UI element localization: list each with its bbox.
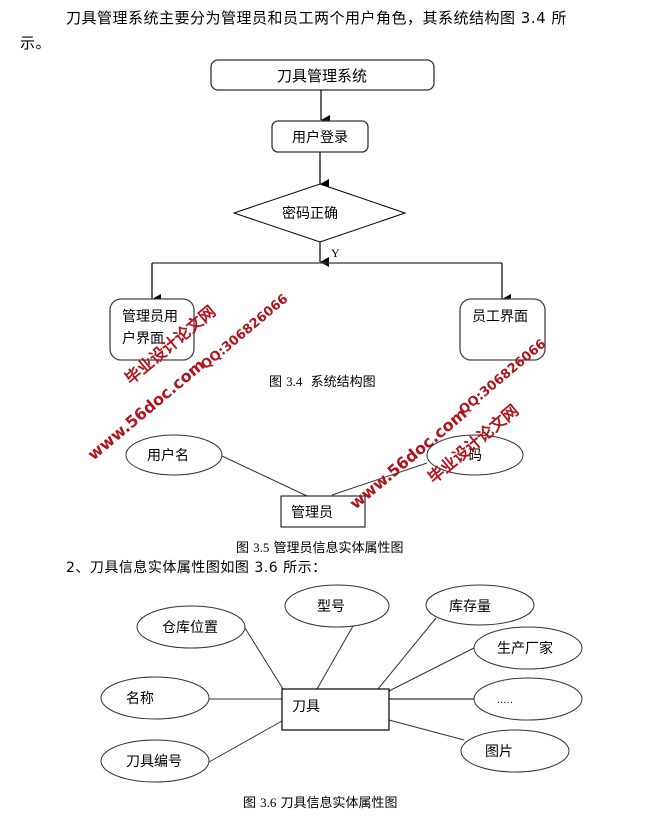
link-image [388, 719, 465, 741]
attr-name-label: 名称 [126, 691, 154, 707]
caption-number: 3.5 [253, 540, 270, 555]
section-2-heading: 2、刀具信息实体属性图如图 3.6 所示： [66, 560, 327, 576]
figure-3-4-caption: 图 3.4 系统结构图 [269, 371, 376, 390]
attr-password [426, 434, 524, 476]
link-warehouse [244, 627, 284, 690]
attr-tool-number-label: 刀具编号 [126, 754, 182, 770]
figure-3-5-caption: 图 3.5 管理员信息实体属性图 [236, 537, 404, 556]
caption-text: 刀具信息实体属性图 [280, 796, 398, 811]
staff-ui-node [459, 298, 546, 361]
attr-password-label: 码 [468, 448, 482, 464]
figure-3-5-er-diagram: 用户名 码 管理员 [125, 434, 524, 528]
attr-image [460, 729, 570, 773]
attr-more [473, 677, 583, 721]
attr-stock [425, 584, 535, 626]
caption-number: 3.6 [260, 795, 277, 810]
login-node-label: 用户登录 [292, 129, 348, 146]
admin-ui-label-line2: 户界面 [122, 330, 164, 347]
staff-ui-label: 员工界面 [472, 309, 528, 325]
caption-text: 系统结构图 [310, 375, 376, 390]
attr-warehouse-location [136, 605, 246, 649]
attr-manufacturer [473, 626, 583, 670]
attr-name [100, 676, 210, 720]
figure-3-6-caption: 图 3.6 刀具信息实体属性图 [243, 792, 398, 811]
figure-3-6-er-diagram: 仓库位置 型号 库存量 生产厂家 名称 ..... 刀具编号 图片 刀具 [100, 584, 583, 783]
attr-model-label: 型号 [317, 599, 345, 615]
entity-admin-label: 管理员 [291, 505, 333, 521]
intro-line-2: 示。 [20, 34, 52, 52]
decision-node-label: 密码正确 [282, 205, 338, 222]
caption-number: 3.4 [286, 374, 303, 389]
system-node-label: 刀具管理系统 [277, 67, 367, 85]
attr-image-label: 图片 [485, 744, 513, 760]
link-username [221, 455, 308, 497]
entity-admin [280, 495, 366, 528]
link-model [316, 625, 354, 690]
entity-tool-label: 刀具 [292, 699, 320, 715]
attr-username-label: 用户名 [147, 447, 189, 464]
caption-prefix: 图 [269, 375, 283, 390]
system-node [210, 59, 435, 91]
attr-warehouse-location-label: 仓库位置 [162, 620, 218, 636]
attr-manufacturer-label: 生产厂家 [497, 640, 553, 657]
admin-ui-label-line1: 管理员用 [122, 309, 178, 325]
caption-prefix: 图 [236, 541, 250, 556]
link-tool-number [208, 720, 283, 763]
link-stock [377, 617, 437, 690]
attr-username [125, 434, 223, 476]
attr-model [284, 584, 390, 628]
yes-label: Y [331, 246, 340, 260]
caption-text: 管理员信息实体属性图 [273, 541, 404, 556]
caption-prefix: 图 [243, 796, 257, 811]
link-manufacturer [388, 647, 475, 692]
attr-more-label: ..... [497, 695, 513, 706]
admin-ui-node [109, 298, 195, 361]
link-password [331, 462, 428, 496]
attr-stock-label: 库存量 [449, 599, 491, 615]
entity-tool [281, 688, 390, 731]
intro-line-1: 刀具管理系统主要分为管理员和员工两个用户角色，其系统结构图 3.4 所 [66, 9, 567, 27]
figure-3-4-flowchart: 刀具管理系统 用户登录 密码正确 Y 管理员用 户界面 员工界面 [109, 59, 546, 361]
attr-tool-number [100, 739, 210, 783]
